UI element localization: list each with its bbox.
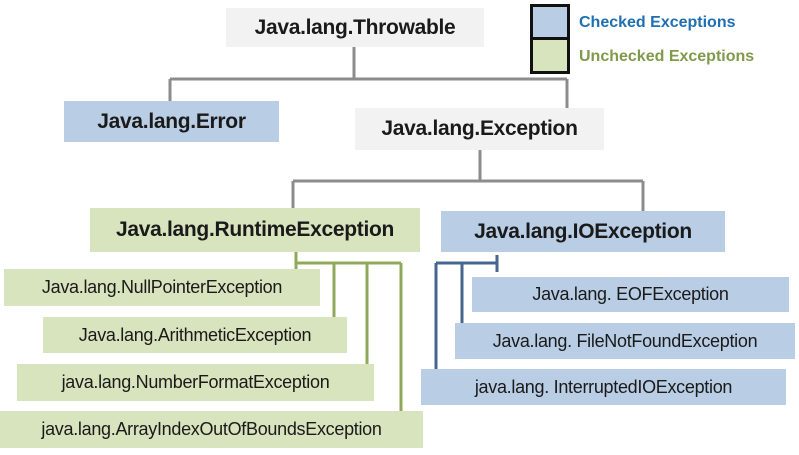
legend-unchecked-label: Unchecked Exceptions xyxy=(579,48,755,65)
node-runtime-exception: Java.lang.RuntimeException xyxy=(90,208,420,252)
runtime-connector xyxy=(294,252,403,411)
node-nullpointer-exception: Java.lang.NullPointerException xyxy=(4,269,320,306)
node-error: Java.lang.Error xyxy=(64,101,279,142)
node-arrayindex-exception: java.lang.ArrayIndexOutOfBoundsException xyxy=(0,411,423,448)
io-connector xyxy=(434,255,499,369)
node-numberformat-exception: java.lang.NumberFormatException xyxy=(17,364,374,401)
throwable-connector xyxy=(168,47,569,108)
node-filenotfound-exception: Java.lang. FileNotFoundException xyxy=(455,323,795,359)
node-exception: Java.lang.Exception xyxy=(355,108,604,150)
node-eof-exception: Java.lang. EOFException xyxy=(472,277,789,312)
exception-connector xyxy=(291,150,645,211)
node-throwable: Java.lang.Throwable xyxy=(226,8,484,47)
legend-checked-swatch xyxy=(530,4,570,40)
node-io-exception: Java.lang.IOException xyxy=(441,211,725,252)
legend-unchecked-swatch xyxy=(530,37,570,74)
node-interruptedio-exception: java.lang. InterruptedIOException xyxy=(421,369,786,405)
legend-checked-label: Checked Exceptions xyxy=(579,14,736,31)
node-arithmetic-exception: Java.lang.ArithmeticException xyxy=(43,317,347,353)
